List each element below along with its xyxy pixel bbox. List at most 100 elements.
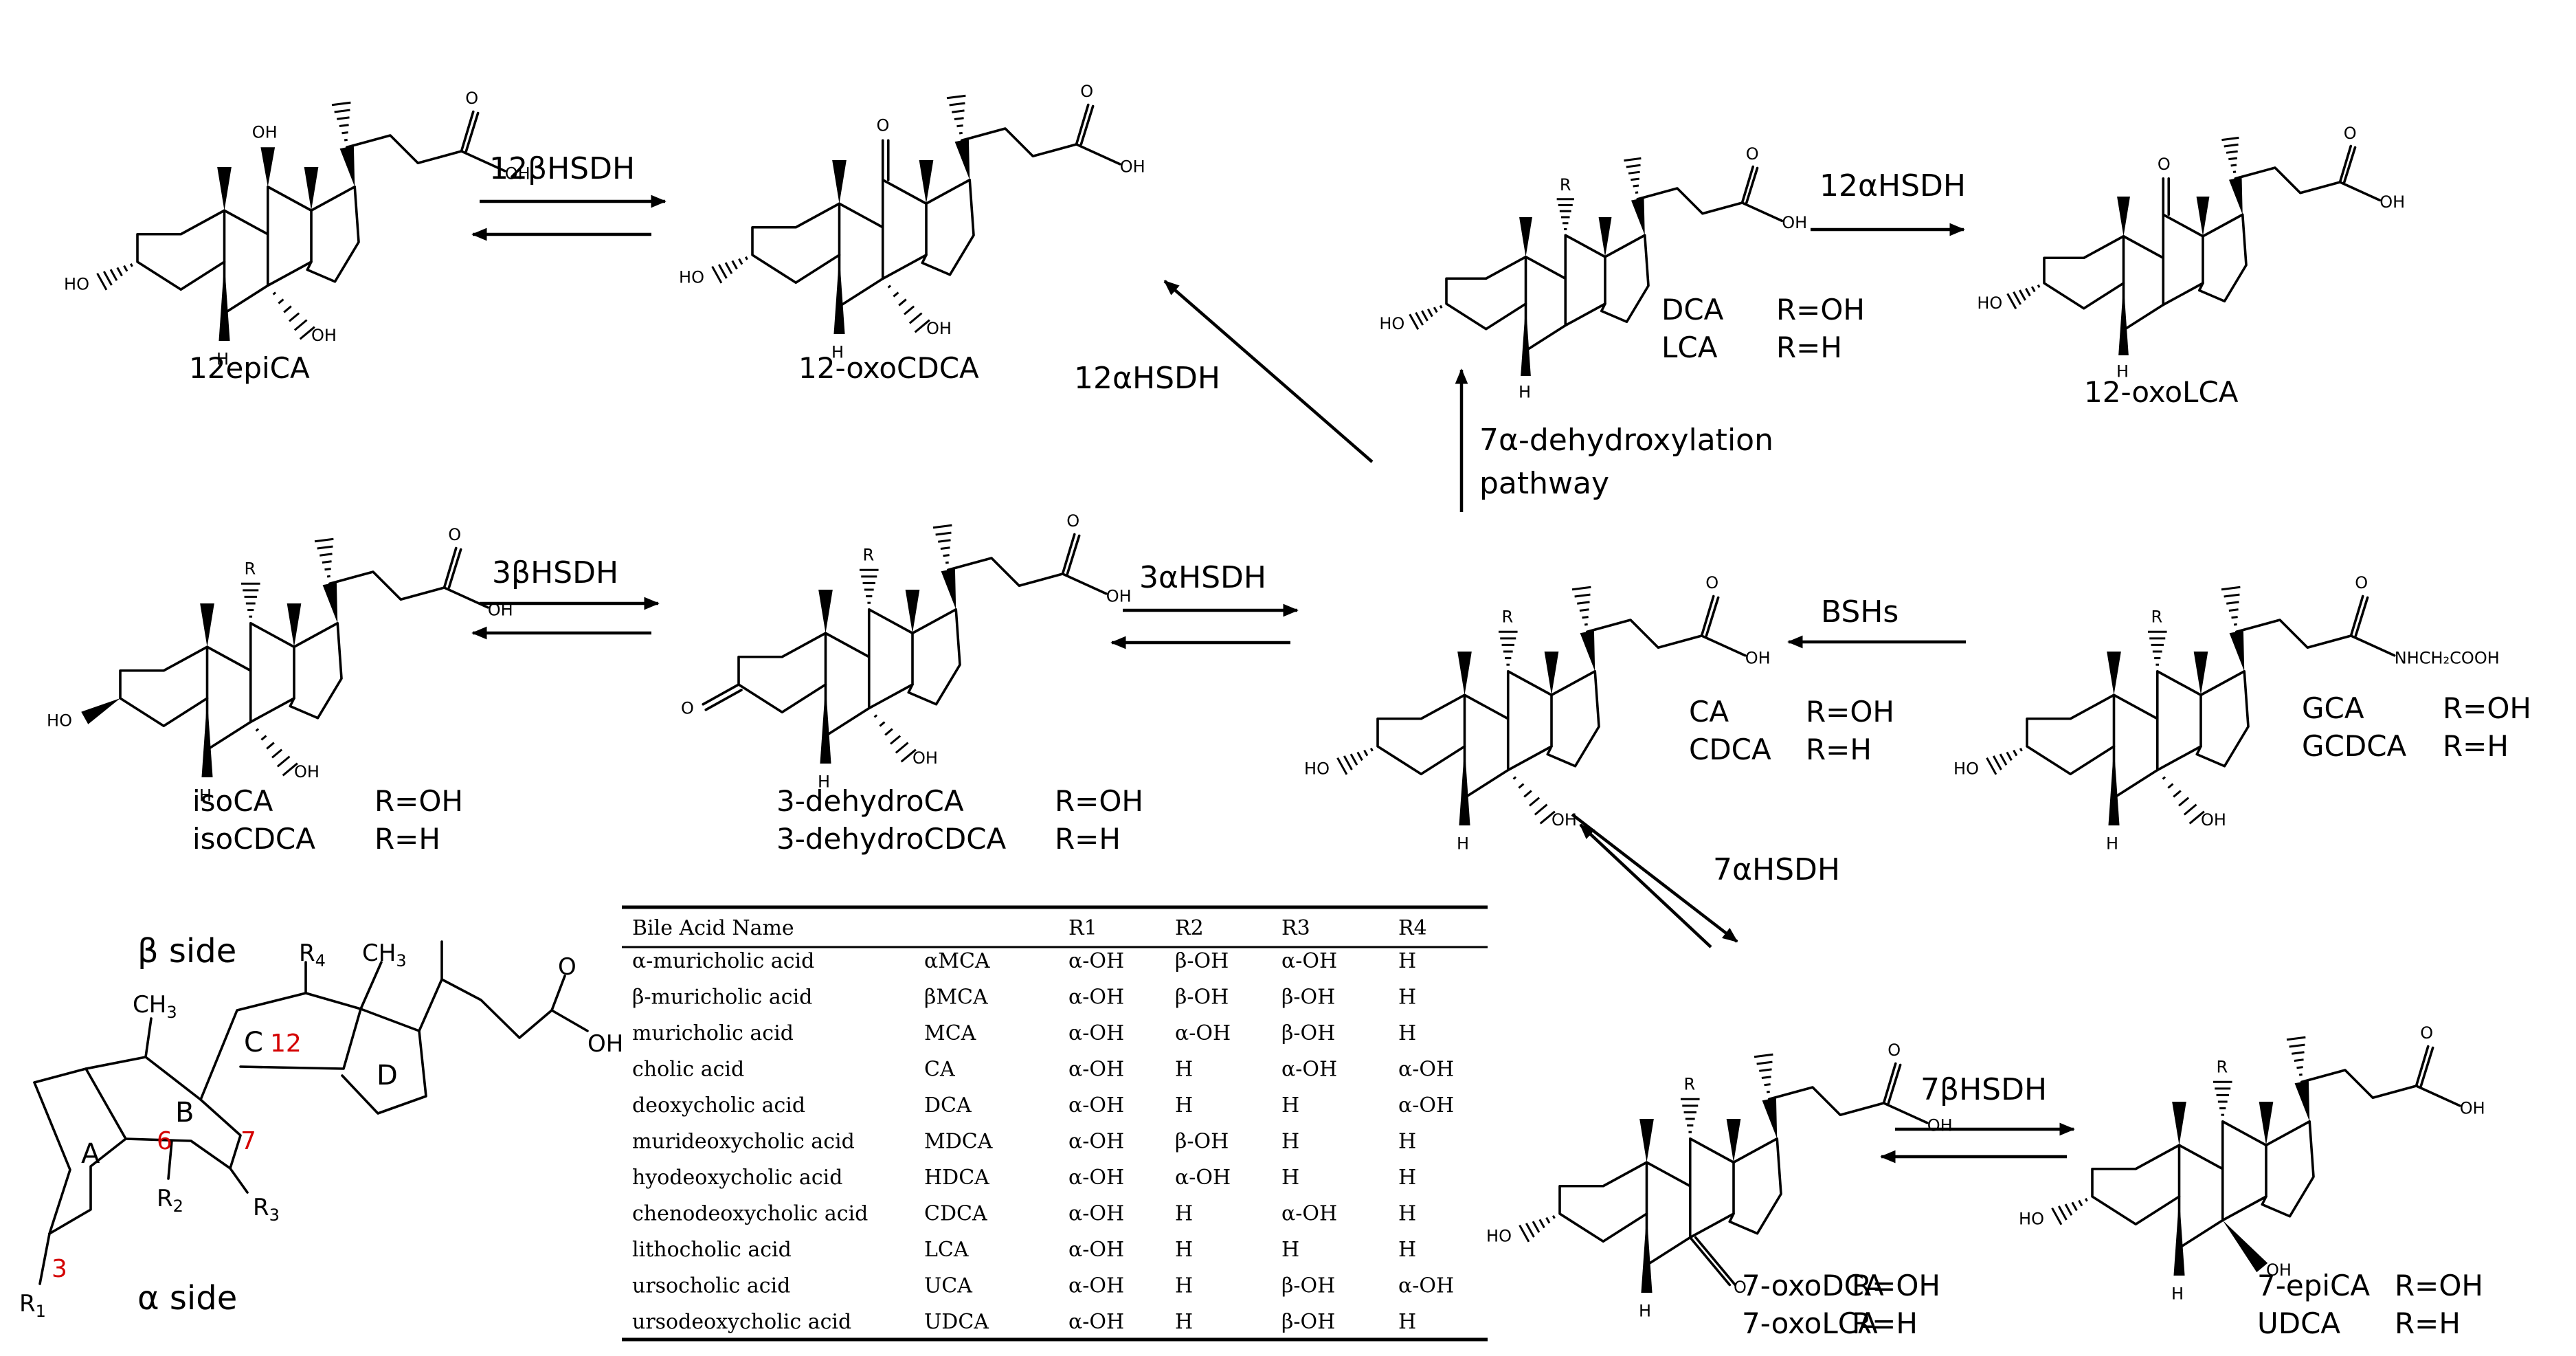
svg-text:O: O [2158,155,2171,174]
svg-text:OH: OH [252,122,278,142]
svg-text:OH: OH [2460,1098,2485,1118]
table-cell: α-muricholic acid [632,949,814,973]
svg-text:H: H [1519,383,1531,402]
svg-text:HO: HO [1379,314,1404,333]
table-cell: α-OH [1068,986,1124,1010]
table-cell: α-OH [1068,949,1124,973]
svg-text:O: O [2355,573,2368,592]
table-cell: H [1175,1274,1193,1298]
svg-text:H: H [2171,1285,2184,1304]
svg-text:OH: OH [1927,1115,1953,1135]
table-cell: ursodeoxycholic acid [632,1310,851,1334]
table-cell: murideoxycholic acid [632,1130,855,1154]
table-cell: UCA [924,1274,972,1298]
svg-text:R: R [2151,607,2163,626]
enzyme-12bhsdh: 12βHSDH [489,151,635,186]
table-cell: H [1175,1058,1193,1082]
template-ch3-left: CH3 [133,991,177,1022]
svg-text:HO: HO [1977,293,2002,313]
label-3-dehydrocdca-r: R=H [1055,822,1121,856]
svg-text:H: H [199,786,212,805]
table-cell: α-OH [1068,1238,1124,1262]
table-cell: α-OH [1398,1274,1454,1298]
table-header-cell: R4 [1398,916,1427,940]
label-cdca: CDCA [1689,733,1771,766]
table-cell: hyodeoxycholic acid [632,1166,842,1190]
svg-text:O: O [877,115,890,135]
svg-text:OH: OH [1120,157,1145,176]
template-position-6: 6 [157,1127,172,1155]
arrow-12a-diag [1163,280,1374,463]
svg-text:O: O [2420,1023,2433,1043]
template-ring-c: C [244,1027,263,1058]
svg-text:O: O [1888,1041,1901,1060]
svg-text:H: H [2106,834,2118,854]
label-dca-r: R=OH [1776,293,1865,326]
template-o: O [558,953,576,981]
label-3-dehydrocdca: 3-dehydroCDCA [776,822,1007,856]
svg-text:O: O [2344,124,2357,143]
table-cell: cholic acid [632,1058,744,1082]
table-cell: β-OH [1281,986,1335,1010]
table-cell: H [1281,1238,1299,1262]
template-position-3: 3 [52,1255,67,1283]
svg-text:O: O [1746,144,1759,164]
label-gca-r: R=OH [2443,691,2531,725]
template-ch3-top: CH3 [362,940,407,970]
table-cell: H [1398,1166,1416,1190]
table-cell: LCA [924,1238,969,1262]
template-r3: R3 [253,1194,280,1225]
template-ring-b: B [175,1097,194,1129]
label-gca: GCA [2302,691,2364,725]
label-12-oxolca: 12-oxoLCA [2084,375,2239,409]
table-cell: α-OH [1175,1021,1231,1045]
label-lca-r: R=H [1776,331,1842,364]
svg-text:R: R [1684,1074,1696,1093]
table-cell: DCA [924,1093,972,1118]
table-cell: chenodeoxycholic acid [632,1202,868,1226]
svg-text:OH: OH [505,164,530,183]
label-gcdca-r: R=H [2443,729,2509,763]
svg-text:HO: HO [1486,1226,1512,1245]
svg-text:R: R [245,559,256,578]
label-udca-r: R=H [2395,1307,2461,1340]
label-3-dehydroca: 3-dehydroCA [776,784,964,818]
table-cell: MDCA [924,1130,993,1154]
table-cell: H [1175,1093,1193,1118]
table-cell: β-OH [1281,1021,1335,1045]
label-cdca-r: R=H [1806,733,1872,766]
label-isocdca-r: R=H [374,822,440,856]
svg-text:HO: HO [64,274,89,293]
table-cell: β-OH [1281,1310,1335,1334]
svg-text:O: O [465,89,478,108]
table-cell: H [1281,1130,1299,1154]
enzyme-3ahsdh: 3αHSDH [1139,560,1266,595]
arrow-7a-forward [1571,813,1738,943]
template-beta-side: β side [137,932,236,970]
table-cell: α-OH [1068,1130,1124,1154]
label-dca: DCA [1661,293,1724,326]
table-cell: β-OH [1175,949,1229,973]
table-cell: αMCA [924,949,990,973]
template-oh: OH [587,1030,623,1058]
enzyme-labels: 12βHSDH 12αHSDH 12αHSDH 3βHSDH 3αHSDH 7α… [489,151,2047,1107]
table-cell: α-OH [1068,1310,1124,1334]
svg-text:H: H [2116,362,2129,381]
table-cell: MCA [924,1021,976,1045]
label-gcdca: GCDCA [2302,729,2407,763]
arrow-7a-back [1579,823,1712,948]
table-cell: β-muricholic acid [632,986,812,1010]
svg-text:OH: OH [294,762,320,781]
svg-text:HO: HO [47,711,72,730]
enzyme-dehydroxylation-line2: pathway [1479,466,1609,501]
table-header-cell: R3 [1281,916,1310,940]
svg-text:R: R [2217,1057,2228,1076]
enzyme-dehydroxylation-line1: 7α-dehydroxylation [1479,423,1773,458]
table-cell: α-OH [1068,1202,1124,1226]
